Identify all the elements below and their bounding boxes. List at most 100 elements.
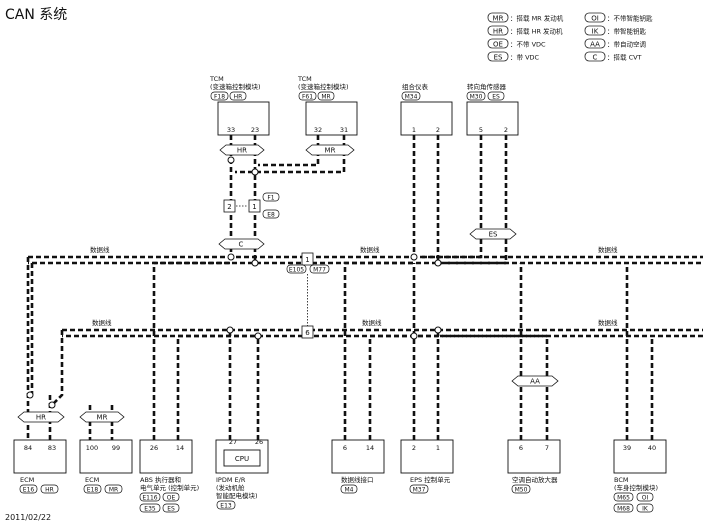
module-ecm-hr: 84 83 ECM E16 HR xyxy=(13,439,67,494)
wire-label: 数据线 xyxy=(92,318,112,327)
variant-tag-mr-ecm: MR xyxy=(79,411,125,423)
svg-text:E116: E116 xyxy=(142,495,157,502)
svg-text:100: 100 xyxy=(86,444,98,452)
svg-text:TCM: TCM xyxy=(209,75,224,83)
svg-text:EPS 控制单元: EPS 控制单元 xyxy=(410,475,451,484)
svg-text:6: 6 xyxy=(305,329,310,337)
svg-text:电气单元 (控制单元): 电气单元 (控制单元) xyxy=(140,483,199,492)
svg-text:7: 7 xyxy=(545,444,549,452)
svg-text:MR: MR xyxy=(109,487,118,494)
svg-text:26: 26 xyxy=(255,438,263,446)
module-ac-auto-amp: 6 7 空调自动放大器 M50 xyxy=(507,439,561,494)
variant-tag-aa: AA xyxy=(511,375,559,387)
svg-text:2: 2 xyxy=(436,126,440,134)
legend-item: OE ：不带 VDC xyxy=(487,38,546,49)
module-tcm-mr: TCM (变速箱控制模块) F61 MR 32 31 xyxy=(297,75,358,136)
svg-text:27: 27 xyxy=(229,438,237,446)
svg-text:数据线接口: 数据线接口 xyxy=(341,475,374,484)
legend-text: ：不带智能钥匙 xyxy=(607,14,653,23)
svg-text:99: 99 xyxy=(112,444,120,452)
wire-label: 数据线 xyxy=(598,318,618,327)
svg-text:HR: HR xyxy=(45,487,54,494)
svg-text:转向角传感器: 转向角传感器 xyxy=(467,82,507,91)
legend-code: OI xyxy=(591,15,599,23)
svg-text:ES: ES xyxy=(489,231,498,239)
svg-text:E13: E13 xyxy=(220,503,232,510)
svg-text:39: 39 xyxy=(623,444,631,452)
svg-text:F1: F1 xyxy=(267,195,274,202)
svg-text:1: 1 xyxy=(252,203,256,211)
svg-text:M4: M4 xyxy=(345,487,354,494)
svg-text:M68: M68 xyxy=(617,506,630,513)
svg-text:C: C xyxy=(239,241,244,249)
wire-label: 数据线 xyxy=(598,245,618,254)
legend-item: C ：搭载 CVT xyxy=(584,51,642,62)
svg-text:M30: M30 xyxy=(470,94,483,101)
module-ipdm: 27 26 CPU IPDM E/R (发动机舱 智能配电模块) E13 xyxy=(215,438,269,510)
svg-text:1: 1 xyxy=(436,444,440,452)
module-combimeter: 组合仪表 M34 1 2 xyxy=(400,82,453,136)
svg-text:6: 6 xyxy=(343,444,347,452)
svg-text:83: 83 xyxy=(48,444,56,452)
svg-text:MR: MR xyxy=(97,414,108,422)
svg-text:31: 31 xyxy=(340,126,348,134)
svg-text:40: 40 xyxy=(648,444,656,452)
legend-text: ：带 VDC xyxy=(510,54,540,62)
svg-text:33: 33 xyxy=(227,126,235,134)
svg-text:M37: M37 xyxy=(413,487,426,494)
legend-code: OE xyxy=(493,41,503,49)
svg-text:1: 1 xyxy=(412,126,416,134)
svg-text:E18: E18 xyxy=(87,487,99,494)
variant-tag-cvt: C xyxy=(218,238,265,250)
legend-text: ：带智能钥匙 xyxy=(607,27,647,36)
svg-text:2: 2 xyxy=(412,444,416,452)
svg-text:IK: IK xyxy=(642,506,649,513)
variant-tag-es: ES xyxy=(469,228,517,240)
svg-text:14: 14 xyxy=(366,444,374,452)
svg-text:E16: E16 xyxy=(23,487,35,494)
svg-text:IPDM E/R: IPDM E/R xyxy=(216,476,246,484)
legend: MR ：搭载 MR 发动机 HR ：搭载 HR 发动机 OE ：不带 VDC E… xyxy=(487,12,653,62)
legend-text: ：不带 VDC xyxy=(510,41,546,49)
splice-points xyxy=(26,156,442,409)
svg-text:(车身控制模块): (车身控制模块) xyxy=(614,483,658,492)
svg-text:MR: MR xyxy=(325,147,336,155)
svg-text:23: 23 xyxy=(251,126,259,134)
svg-text:F61: F61 xyxy=(302,94,313,101)
legend-text: ：搭载 CVT xyxy=(607,53,642,62)
svg-text:OI: OI xyxy=(642,495,649,502)
junction-connectors: 2 1 F1 E8 1 E105 M77 6 xyxy=(223,192,330,339)
svg-text:OE: OE xyxy=(167,495,176,502)
legend-text: ：搭载 MR 发动机 xyxy=(510,14,564,23)
svg-text:HR: HR xyxy=(237,147,247,155)
legend-code: AA xyxy=(590,41,600,49)
page-title: CAN 系统 xyxy=(5,7,68,23)
svg-text:M65: M65 xyxy=(617,495,630,502)
svg-text:E8: E8 xyxy=(267,212,275,219)
legend-code: IK xyxy=(592,28,599,36)
legend-text: ：搭载 HR 发动机 xyxy=(510,27,563,36)
variant-tag-hr-ecm: HR xyxy=(17,411,65,423)
legend-code: ES xyxy=(494,54,503,62)
module-bcm: 39 40 BCM (车身控制模块) M65 OI M68 IK xyxy=(613,439,667,513)
svg-text:5: 5 xyxy=(479,126,483,134)
svg-text:组合仪表: 组合仪表 xyxy=(402,82,429,91)
svg-text:HR: HR xyxy=(234,94,243,101)
legend-code: C xyxy=(593,54,598,62)
variant-tags: HR MR C ES AA HR MR xyxy=(17,144,559,423)
module-abs-actuator: 26 14 ABS 执行器和 电气单元 (控制单元) E116 OE E35 E… xyxy=(139,439,199,513)
svg-text:E35: E35 xyxy=(144,506,156,513)
document-date: 2011/02/22 xyxy=(5,513,52,522)
svg-text:TCM: TCM xyxy=(297,75,312,83)
svg-text:M50: M50 xyxy=(515,487,528,494)
module-eps: 2 1 EPS 控制单元 M37 xyxy=(400,439,454,494)
svg-text:M34: M34 xyxy=(405,94,418,101)
module-steering-angle-sensor: 转向角传感器 M30 ES 5 2 xyxy=(466,82,519,136)
svg-text:E105: E105 xyxy=(289,267,304,274)
svg-text:1: 1 xyxy=(305,256,309,264)
legend-text: ：带自动空调 xyxy=(607,40,646,49)
svg-text:6: 6 xyxy=(519,444,523,452)
module-data-link-connector: 6 14 数据线接口 M4 xyxy=(331,439,385,494)
module-ecm-mr: 100 99 ECM E18 MR xyxy=(79,439,133,494)
